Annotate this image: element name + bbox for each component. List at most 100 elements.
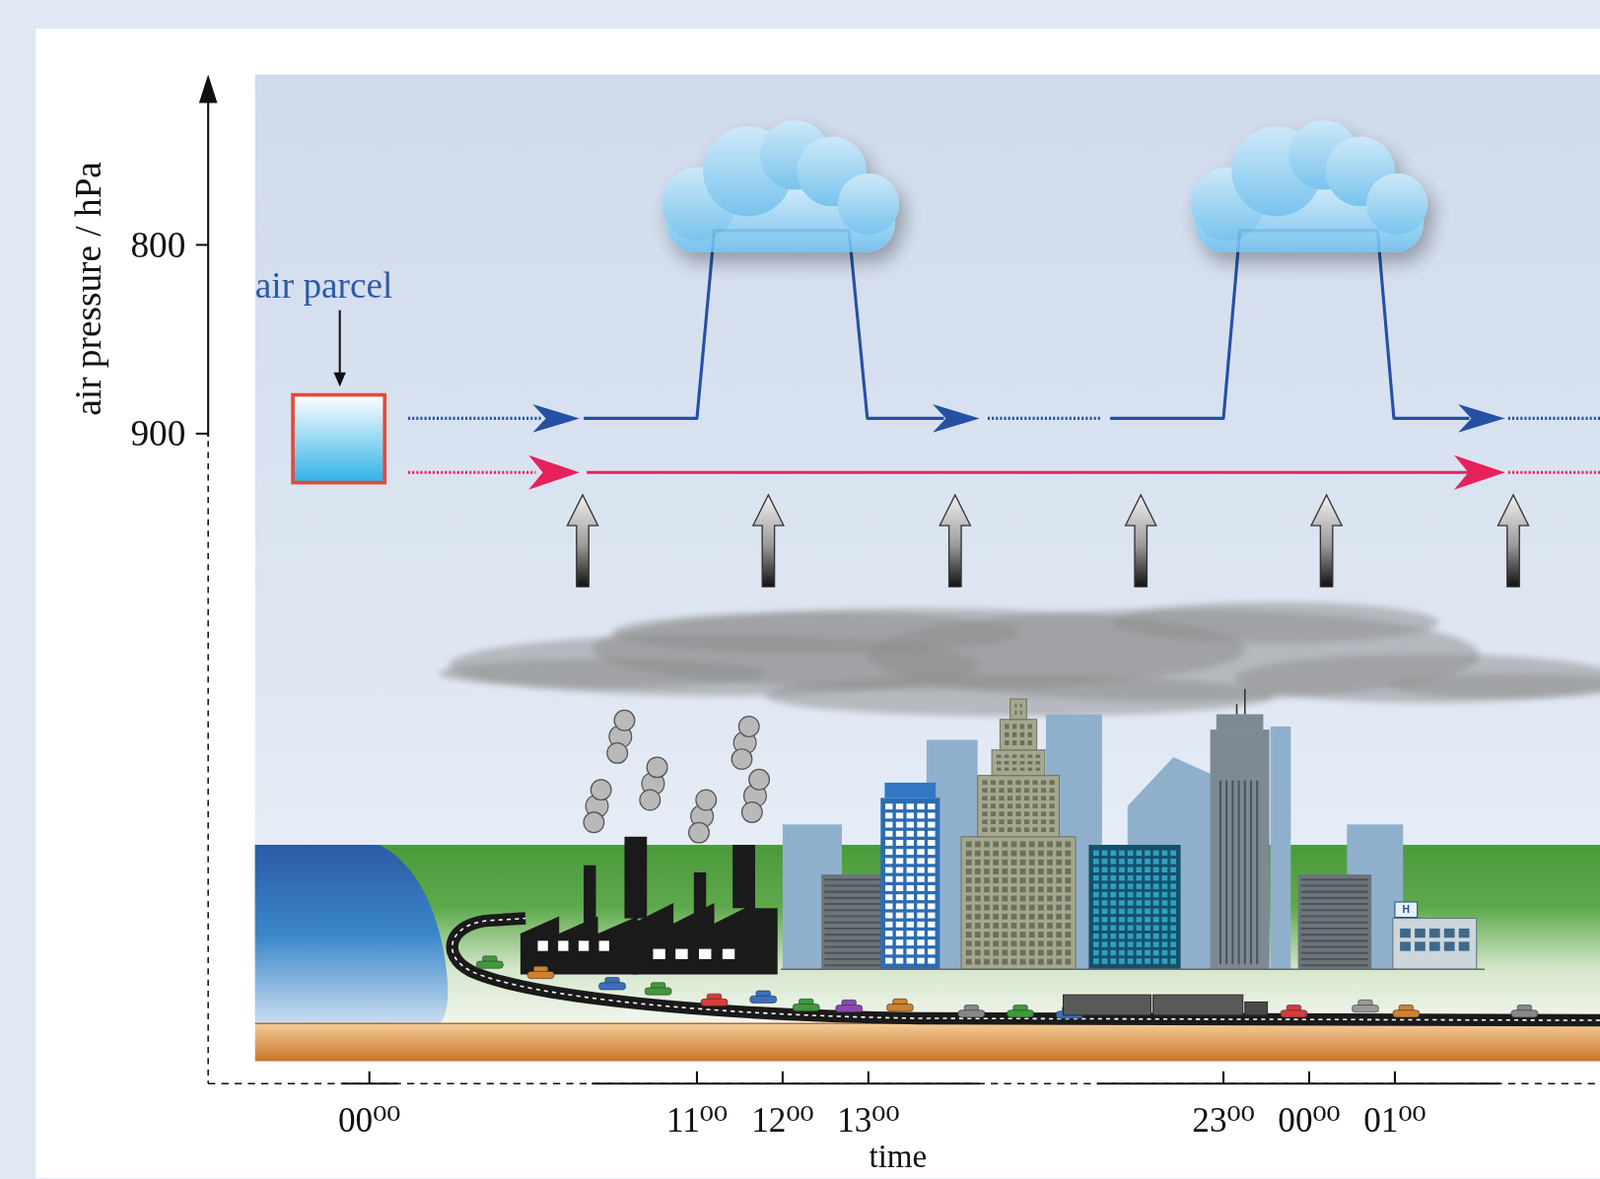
window [927,912,935,919]
smog-puff [1112,602,1439,643]
building [880,797,940,970]
window [966,896,973,903]
axes [196,74,1600,1085]
stripe [1301,939,1369,942]
window [906,812,914,819]
window [1064,868,1071,875]
window [1036,767,1042,771]
stripe [824,908,888,911]
window [916,867,924,874]
window [906,894,914,901]
city-base [780,969,1485,972]
window [1046,904,1053,911]
window [990,779,996,785]
hospital-sign: H [1402,904,1410,915]
window [1064,959,1071,966]
window [906,831,914,837]
window [1144,875,1151,882]
window [916,958,924,965]
window [1127,950,1134,957]
window [974,841,981,848]
window [1118,908,1125,915]
window [1110,883,1116,890]
window [599,940,610,951]
window [1153,916,1160,923]
window [1144,924,1151,931]
window [1153,850,1160,857]
window [1153,908,1160,915]
window [1153,900,1160,906]
window [983,904,990,911]
window [885,857,893,864]
window [885,831,893,837]
window [998,827,1004,833]
window [1048,811,1054,817]
window [1110,875,1116,882]
window [1170,933,1177,940]
window [1153,941,1160,948]
stripe [1219,780,1222,965]
stripe [1231,780,1234,965]
window [1102,850,1109,857]
window [1064,850,1071,857]
window [1064,922,1071,929]
window [1029,841,1036,848]
cloud-part [1366,173,1428,235]
air-parcel: air parcel [255,267,421,487]
window [1127,941,1134,948]
window [1162,858,1169,865]
axis-tick [196,243,209,246]
stripe [824,897,888,900]
window [1038,940,1044,947]
axis-title: time [868,1139,927,1173]
window [1029,950,1036,957]
building [999,719,1037,751]
stripe [824,891,888,894]
window [983,868,990,875]
window [1429,928,1441,938]
window [1027,723,1032,729]
window [992,931,999,938]
window [1038,931,1044,938]
window [1127,866,1134,873]
window [1001,896,1008,903]
smog-puff [438,659,766,689]
antenna [1236,703,1239,714]
window [1020,850,1027,857]
window [1032,795,1038,801]
window [1036,761,1042,765]
window [896,812,904,819]
window [1110,941,1116,948]
window [1032,819,1038,825]
window [1012,767,1018,771]
window [1162,850,1169,857]
axis-tick [867,1071,870,1084]
leader-line [339,310,342,377]
window [927,921,935,928]
window [1170,858,1177,865]
window [896,903,904,909]
window [1135,883,1142,890]
window [1032,827,1038,833]
window [1144,892,1151,899]
window [698,949,711,960]
window [966,859,973,866]
window [916,839,924,846]
stripe [1301,891,1369,894]
arrowhead [1454,455,1506,490]
window [906,885,914,892]
car-body [1392,1010,1420,1018]
stripe [1301,921,1369,924]
window [1153,866,1160,873]
window [996,761,1002,765]
window [1162,924,1169,931]
window [1170,924,1177,931]
window [916,831,924,837]
window [1029,877,1036,884]
window [1046,896,1053,903]
sky [255,74,1600,1062]
window [1064,886,1071,893]
car-body [792,1004,820,1012]
window [1093,858,1100,865]
